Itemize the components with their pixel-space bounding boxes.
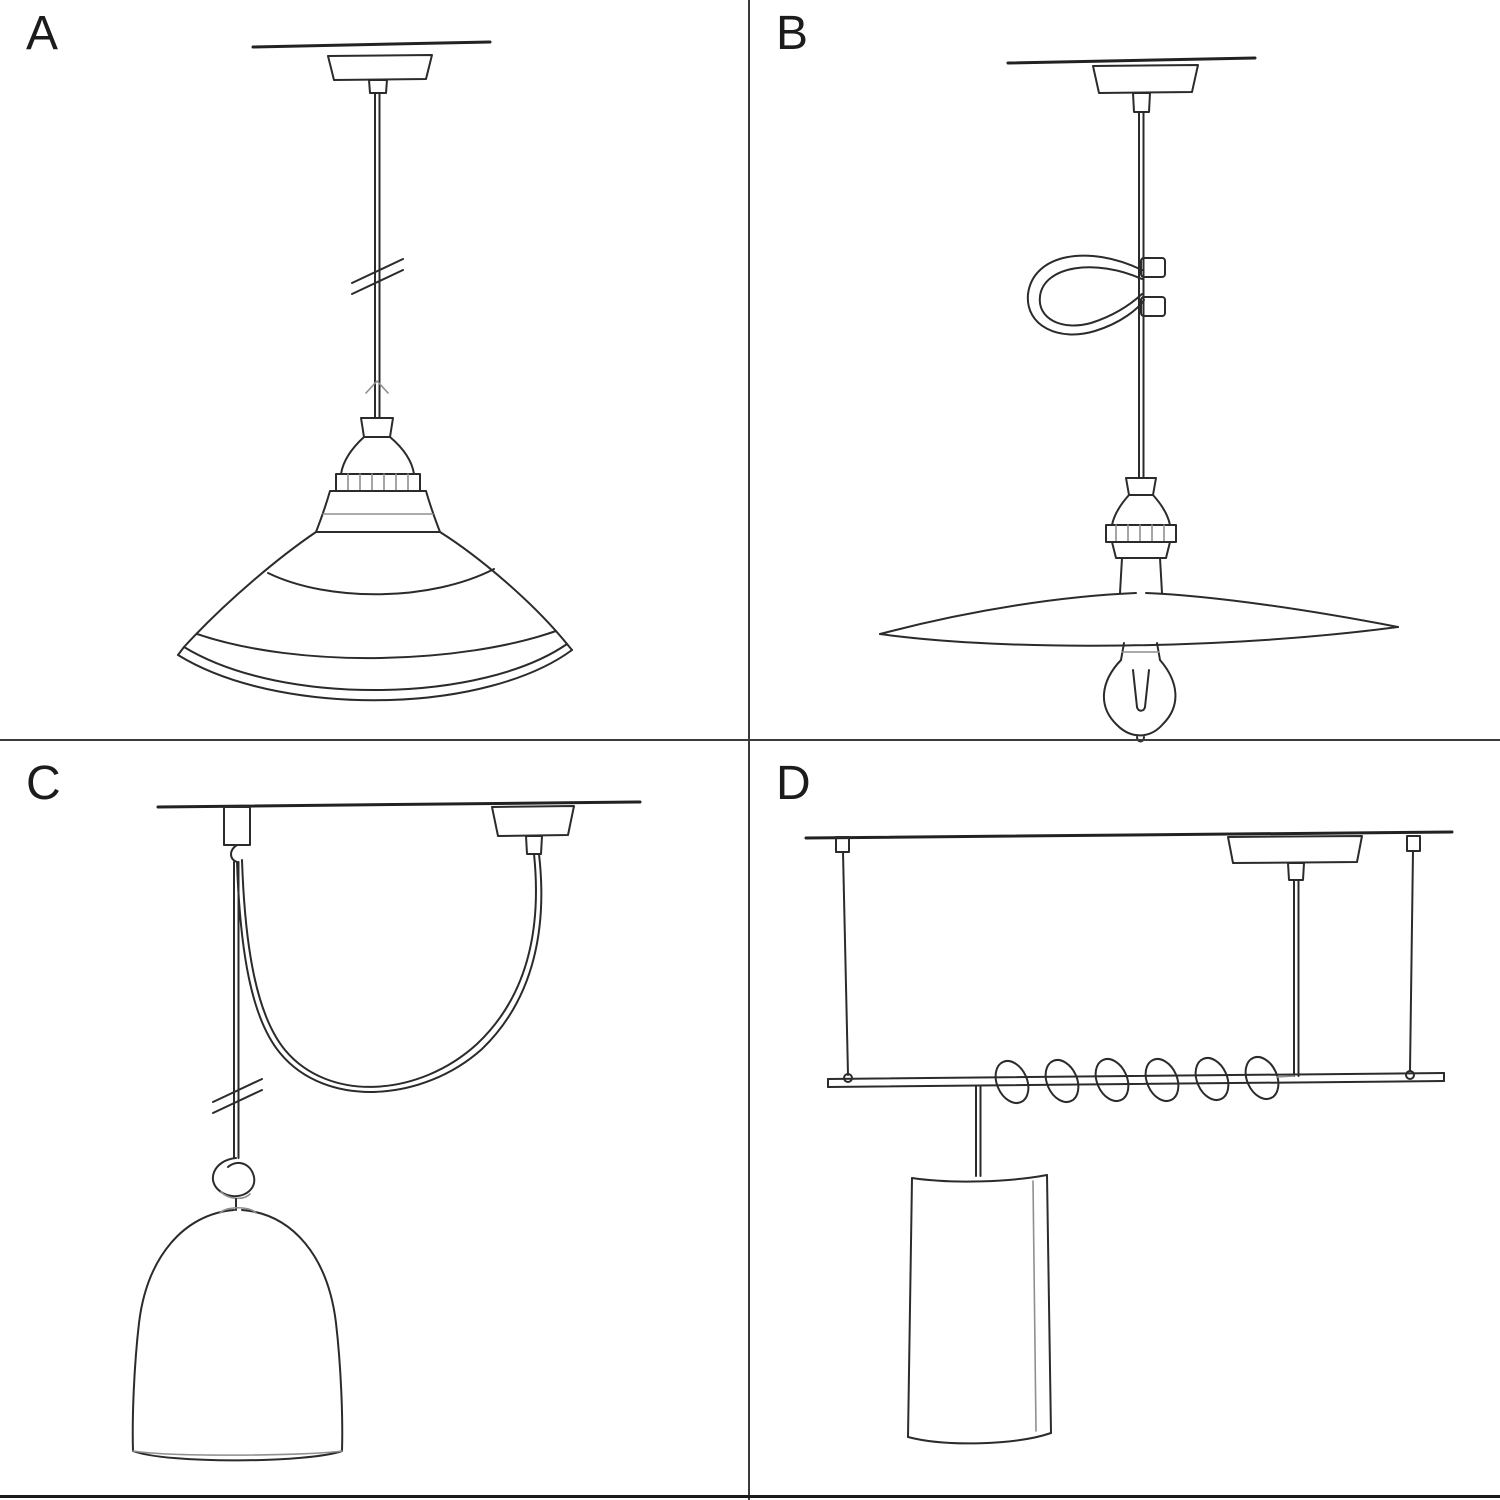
cable-coil	[994, 1059, 1030, 1105]
bulb-filament	[1136, 706, 1146, 712]
bell-shade-rim	[132, 1450, 343, 1462]
bulb-filament	[1144, 669, 1150, 708]
bottom-border	[0, 1495, 1500, 1498]
cable-coil	[1144, 1057, 1180, 1103]
cable-break-mark	[212, 1078, 263, 1103]
tube-shade-right	[1046, 1174, 1052, 1434]
bulb-filament	[1132, 669, 1138, 708]
suspension-bar	[827, 1072, 1445, 1080]
shade-ring	[1111, 541, 1171, 559]
panel-label-a: A	[26, 7, 60, 60]
bell-shade-rim	[132, 1450, 343, 1456]
shade-band	[267, 568, 495, 596]
holder-cap	[1125, 477, 1157, 496]
ceiling-rose	[491, 805, 575, 837]
plate-shade-bottom	[879, 626, 1399, 647]
shade-neck	[315, 490, 441, 533]
panel-option-c: C	[0, 750, 750, 1500]
cable-coil	[1044, 1058, 1080, 1104]
ceiling-hook	[223, 806, 251, 846]
cable-wire-loop	[1026, 254, 1145, 336]
rose-stem	[525, 835, 543, 855]
panel-label-b: B	[776, 7, 810, 60]
ceiling-line	[251, 40, 492, 49]
plate-shade-top	[879, 592, 1137, 635]
cable-arrow	[365, 380, 389, 394]
pendant-straight-cable-industrial-shade-sketch	[177, 40, 573, 702]
ceiling-line	[1006, 56, 1257, 65]
bulb-glass	[1103, 659, 1177, 737]
ceiling-anchor	[835, 836, 850, 853]
pendant-cable-clip-flat-plate-shade-bulb-sketch	[879, 56, 1399, 743]
bulb-tip	[1136, 736, 1145, 743]
wire-loop	[843, 1073, 853, 1083]
rose-stem	[1132, 92, 1151, 113]
panel-option-a: A	[0, 0, 750, 750]
holder-flare	[1111, 494, 1171, 526]
ceiling-rose	[1227, 835, 1363, 864]
cable-wire-loop	[1038, 266, 1143, 327]
bell-shade-right	[241, 1209, 344, 1452]
suspension-bar	[827, 1080, 1445, 1088]
panel-option-b: B	[750, 0, 1500, 750]
swag-cable	[236, 853, 543, 1093]
shade-band	[196, 630, 557, 660]
holder-flare	[340, 436, 415, 475]
panel-option-d: D	[750, 750, 1500, 1500]
cable-knot	[211, 1157, 256, 1198]
suspension-wire	[842, 851, 849, 1076]
tube-shade-left	[907, 1177, 913, 1438]
cable-clip	[1140, 257, 1166, 278]
cable-break-mark	[351, 258, 404, 284]
plate-shade-top	[1145, 592, 1399, 628]
shade-rim	[183, 643, 568, 692]
cable-break-mark	[212, 1089, 263, 1114]
tube-shade-edge	[1032, 1180, 1037, 1432]
shade-left-profile	[183, 531, 317, 648]
tube-shade-bottom	[907, 1432, 1052, 1445]
cable-break-mark	[351, 269, 404, 295]
bell-shade-left	[131, 1209, 235, 1452]
swag-cable	[241, 853, 537, 1088]
cable-coil	[1194, 1056, 1230, 1102]
rose-stem	[368, 79, 388, 94]
cable-coil	[1244, 1055, 1280, 1101]
holder-cap	[360, 417, 394, 438]
suspended-bar-coiled-cable-tube-shade-sketch	[804, 830, 1454, 1445]
wire-loop	[1405, 1070, 1415, 1080]
horizontal-divider	[0, 739, 1500, 741]
cable-coil	[1094, 1057, 1130, 1103]
ceiling-line	[804, 830, 1454, 840]
swag-pendant-hook-knot-bell-shade-sketch	[131, 800, 642, 1462]
ceiling-rose	[327, 54, 433, 81]
tube-shade-top	[911, 1174, 1048, 1183]
shade-rim	[177, 649, 573, 702]
panel-label-c: C	[26, 757, 62, 810]
ceiling-rose	[1092, 64, 1199, 94]
bell-shade-top	[219, 1206, 257, 1214]
cable-clip	[1140, 296, 1166, 317]
ceiling-anchor	[1406, 835, 1421, 852]
panel-label-d: D	[776, 757, 812, 810]
vertical-divider	[748, 0, 750, 1500]
rose-stem	[1287, 862, 1305, 881]
shade-right-profile	[439, 531, 568, 645]
suspension-wire	[1409, 850, 1414, 1072]
ceiling-hook	[230, 844, 238, 863]
